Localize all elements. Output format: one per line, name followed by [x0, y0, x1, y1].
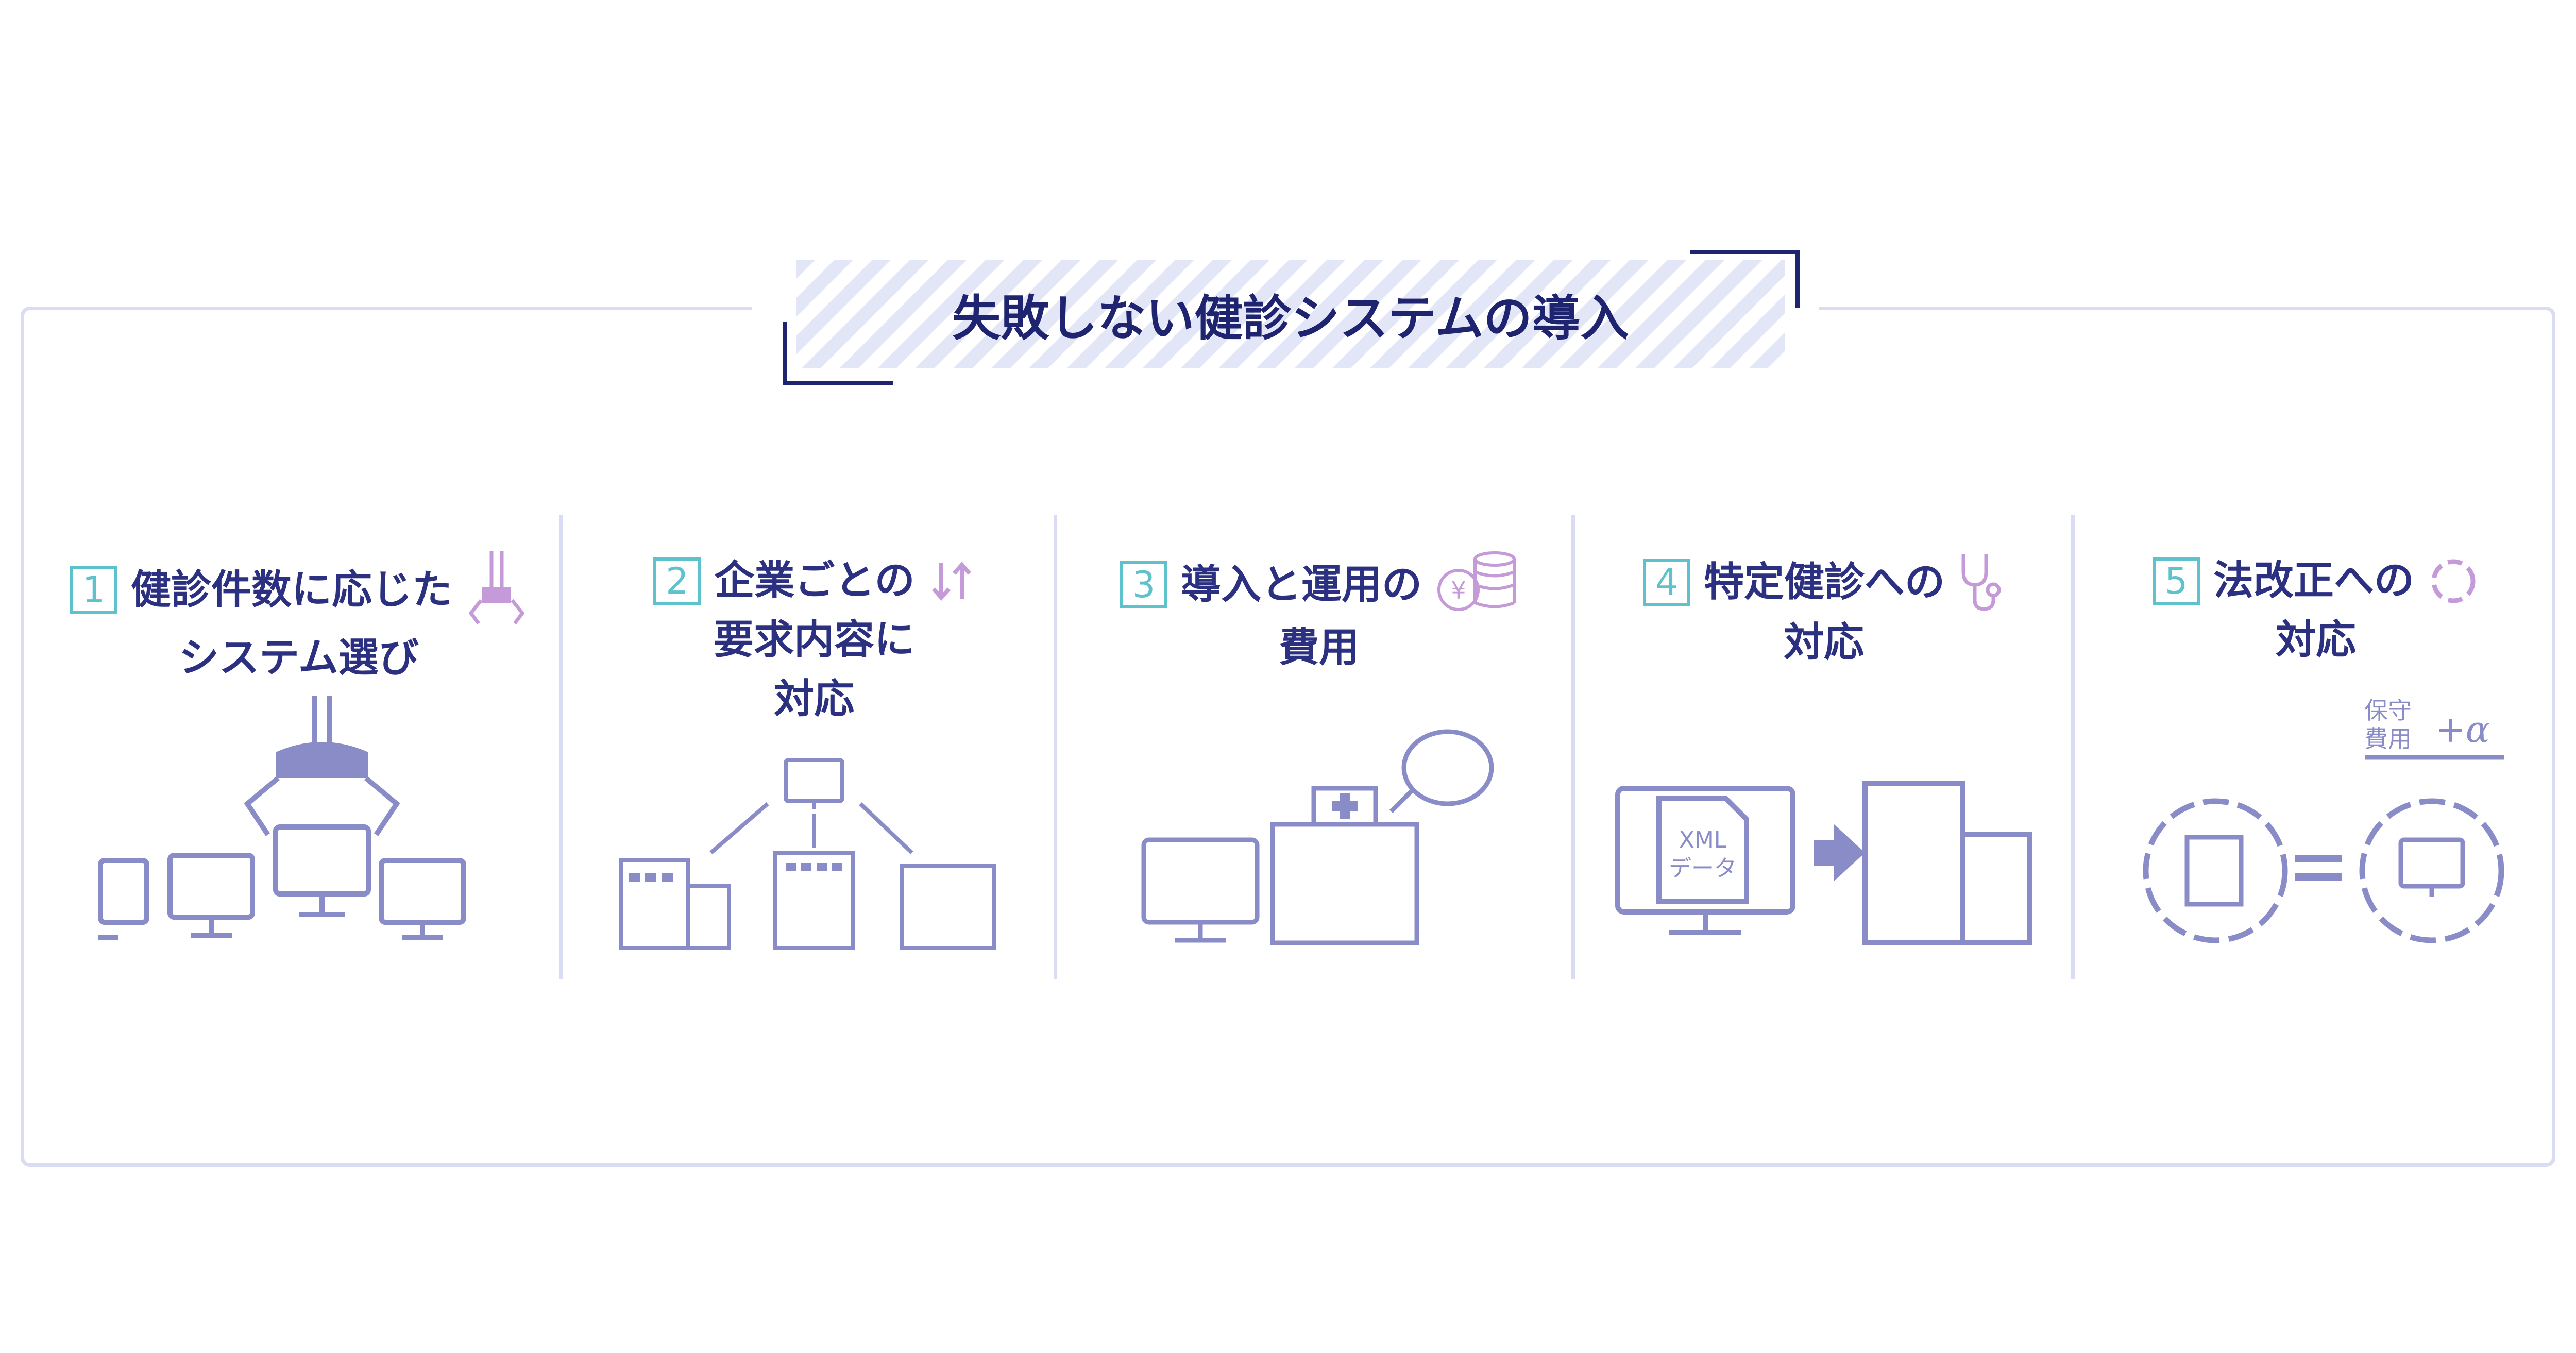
- point-number: 4: [1642, 559, 1690, 606]
- column-divider: [1054, 515, 1057, 979]
- column-divider: [1571, 515, 1575, 979]
- point-5: 5 法改正への 対応: [2081, 551, 2550, 670]
- point-label-line1: 法改正への: [2213, 557, 2414, 604]
- point-label-line3: 対応: [773, 676, 854, 722]
- title-bracket-bottom-left: [783, 322, 893, 385]
- column-divider: [2071, 515, 2075, 979]
- cost-label: 費用: [2364, 725, 2412, 753]
- point-label-line1: 企業ごとの: [714, 557, 915, 604]
- crane-monitors-illustration: [98, 696, 466, 940]
- point-4: 4 特定健診への 対応: [1579, 551, 2069, 672]
- page-title: 失敗しない健診システムの導入: [952, 291, 1629, 347]
- up-down-arrows-icon: [931, 561, 971, 601]
- stethoscope-icon: [1961, 554, 2001, 611]
- point-label-line2: 対応: [1783, 619, 1864, 666]
- point-3: 3 導入と運用の ¥ 費用: [1072, 551, 1566, 678]
- point-label-line1: 特定健診への: [1703, 559, 1945, 605]
- point-1: 1 健診件数に応じた システム選び: [46, 551, 551, 688]
- yen-coins-icon: ¥: [1437, 551, 1516, 611]
- data-label: データ: [1669, 855, 1737, 882]
- title-stripe-band: [796, 260, 1785, 368]
- point-label-line1: 導入と運用の: [1180, 561, 1422, 608]
- maintenance-label: 保守: [2364, 697, 2412, 724]
- point-2: 2 企業ごとの 要求内容に 対応: [577, 551, 1051, 729]
- plus-alpha-label: +α: [2435, 708, 2490, 751]
- svg-text:¥: ¥: [1451, 577, 1466, 604]
- column-divider: [559, 515, 563, 979]
- refresh-icon: [2431, 559, 2476, 603]
- point-label-line2: 要求内容に: [713, 617, 914, 663]
- point-number: 2: [653, 557, 701, 605]
- title-bracket-top-right: [1690, 250, 1800, 308]
- point-label-line1: 健診件数に応じた: [130, 566, 452, 613]
- law-revision-cycle-illustration: 保守 費用 +α: [2143, 697, 2504, 943]
- company-buildings-illustration: [619, 758, 996, 950]
- point-number: 1: [70, 566, 117, 614]
- point-number: 3: [1120, 561, 1167, 608]
- claw-icon: [468, 551, 525, 625]
- point-number: 5: [2152, 557, 2200, 605]
- point-label-line2: 費用: [1278, 624, 1359, 671]
- xml-label: XML: [1679, 827, 1727, 853]
- hospital-cost-illustration: [1141, 729, 1494, 945]
- xml-data-illustration: XML データ: [1615, 781, 2032, 945]
- point-label-line2: システム選び: [179, 635, 419, 681]
- point-label-line2: 対応: [2275, 617, 2356, 663]
